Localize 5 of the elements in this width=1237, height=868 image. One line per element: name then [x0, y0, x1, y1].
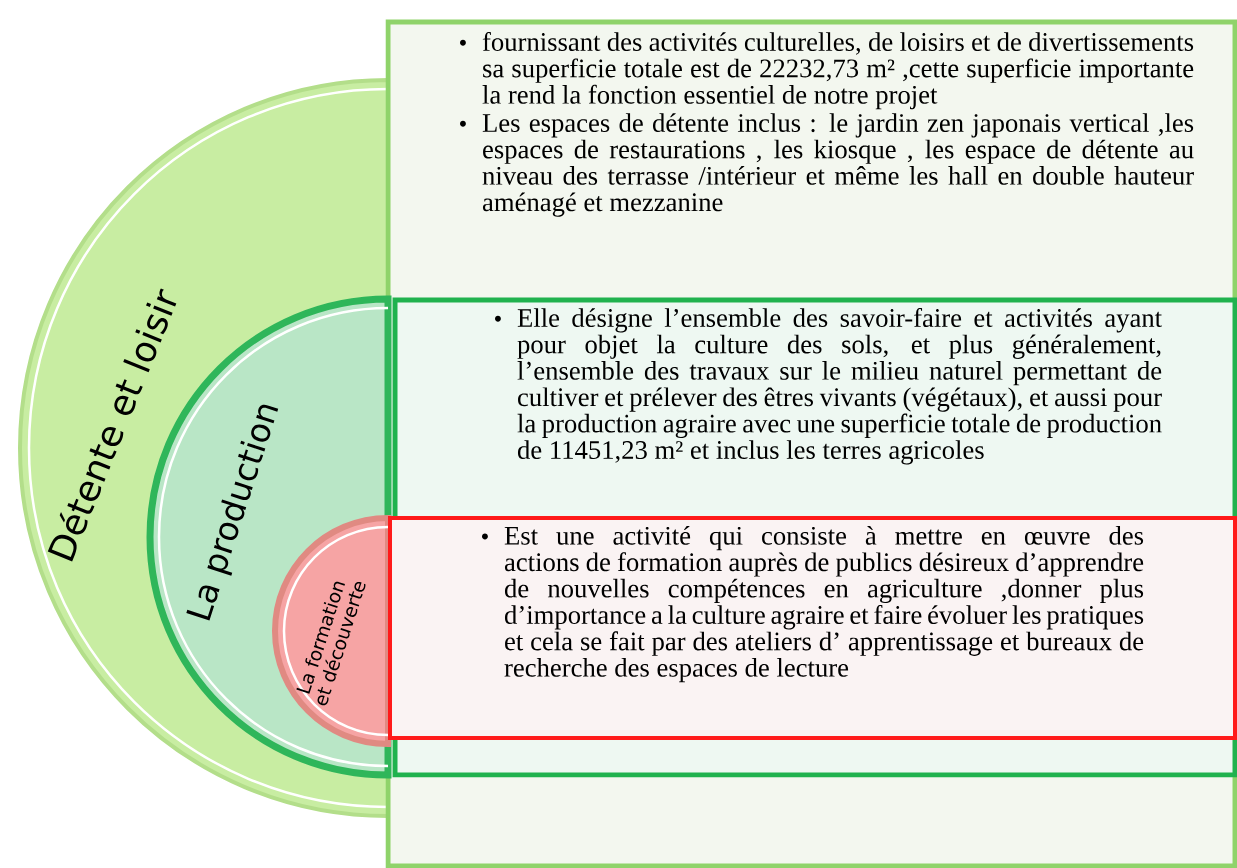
bullet-text: Les espaces de détente inclus : le jardin zen japonais vertical ,les espaces de restaurations , les kiosque , les espace de détente au niveau des terrasse /intérieur et même les hall en double hauteur aménagé et mezzanine — [482, 113, 1194, 217]
bullet-text: Elle désigne l’ensemble des savoir-faire et activités ayant pour objet la culture des sols, et plus généralement, l’ensemble des travaux sur le milieu naturel permettant de cultiver et prélever des êtres vivants (végétaux), et aussi pour la production agraire avec une superficie totale de production de 11451,23 m² et inclus les terres agricoles — [517, 308, 1162, 465]
bullet-text: Est une activité qui consiste à mettre en œuvre des actions de formation auprès de publics désireux d’apprendre de nouvelles compétences en agriculture ,donner plus d’importance a la culture agraire et faire évoluer les pratiques et cela se fait par des ateliers d’ apprentissage et bureaux de recherche des espaces de lecture — [504, 526, 1144, 683]
bullet-text: fournissant des activités culturelles, de loisirs et de divertissements sa superficie totale est de 22232,73 m² ,cette superficie importante la rend la fonction essentiel de notre projet — [482, 32, 1194, 110]
text-box — [388, 516, 1237, 740]
